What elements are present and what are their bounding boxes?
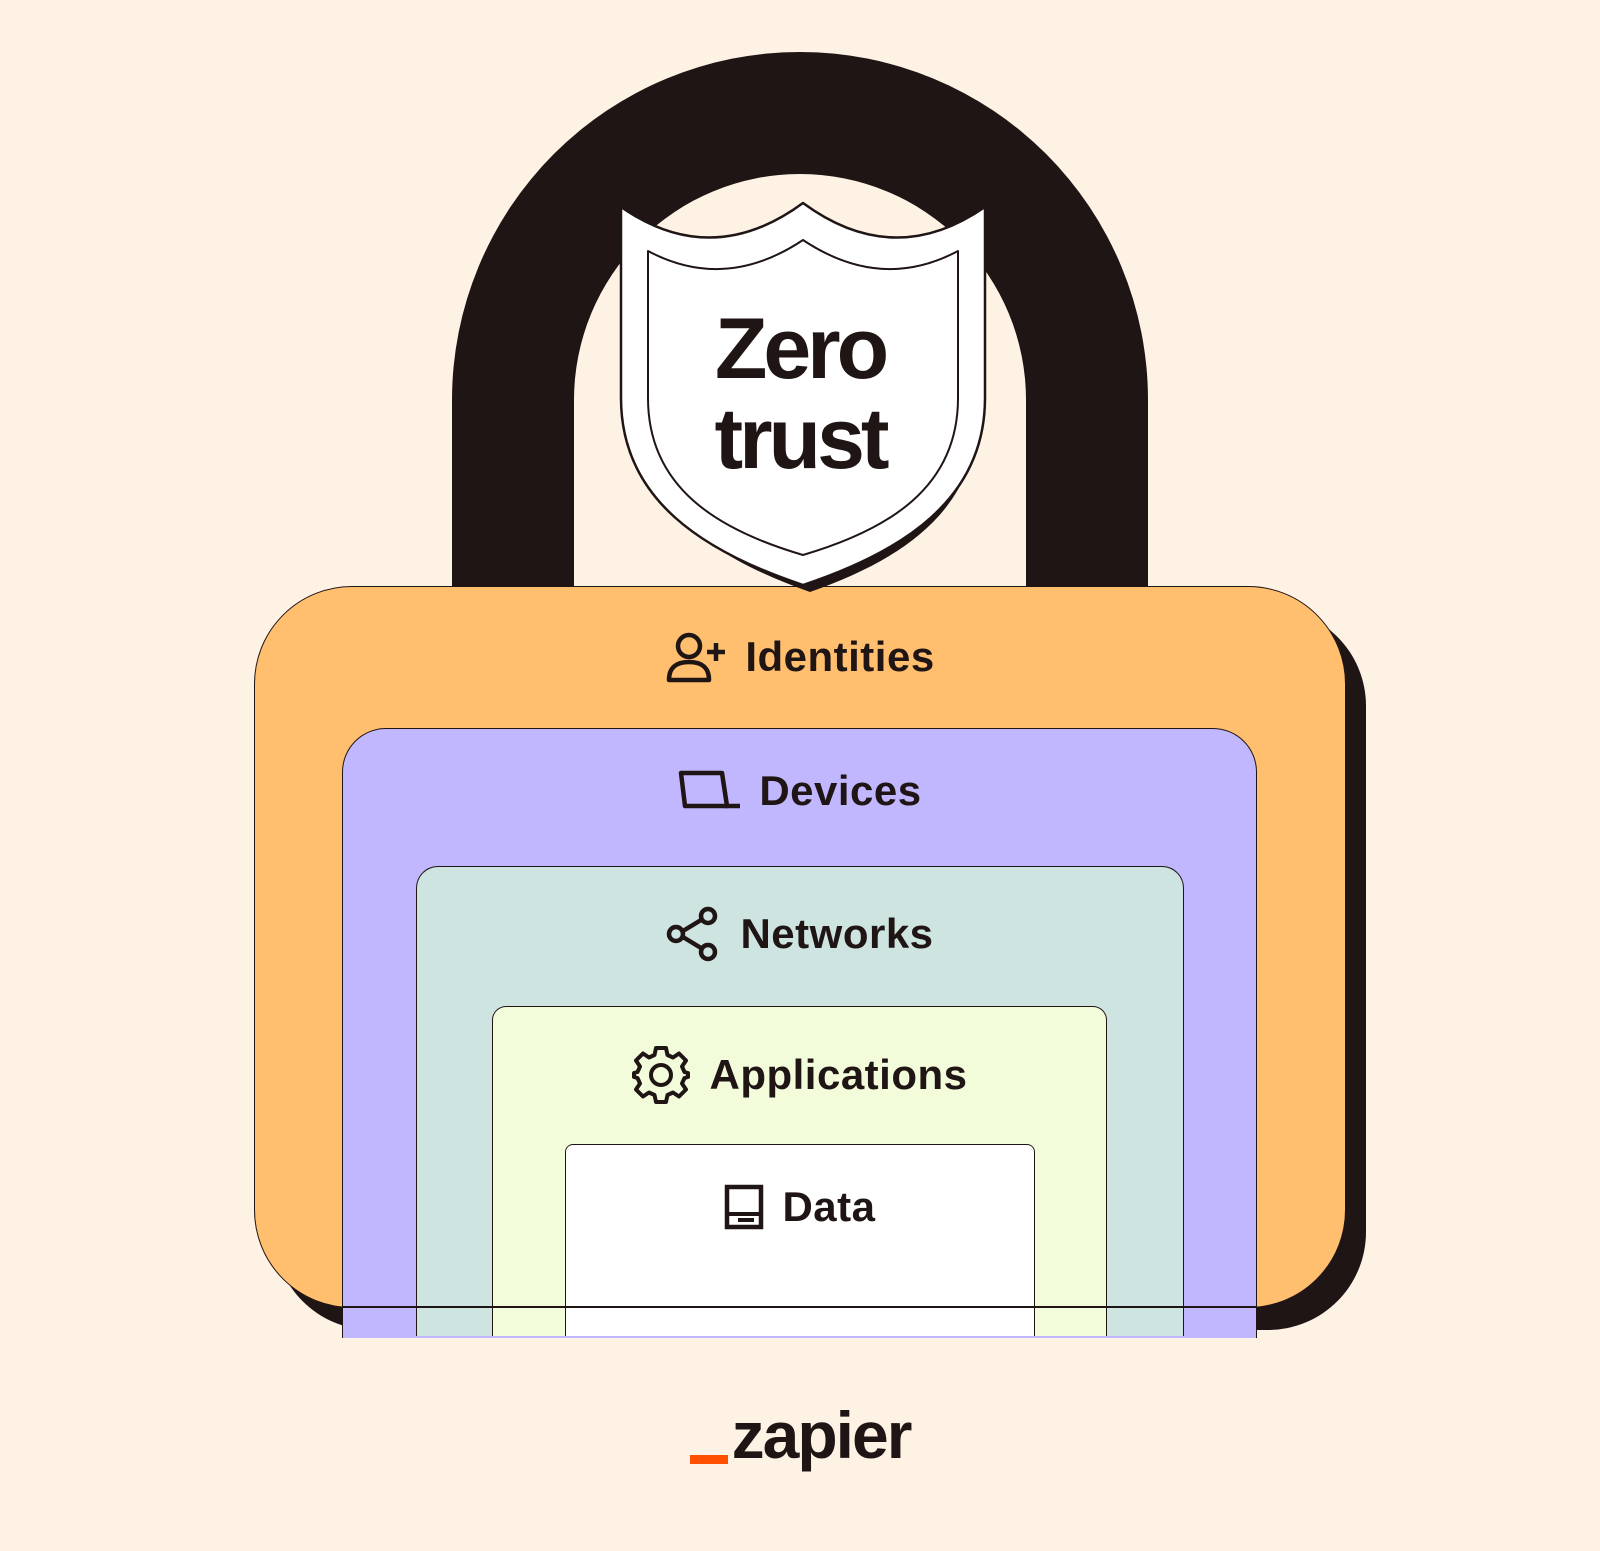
logo-text: zapier [731, 1398, 913, 1472]
data-label: Data [782, 1183, 876, 1230]
shield-title-line2: trust [714, 391, 888, 487]
share-network-icon [667, 906, 718, 962]
networks-label: Networks [740, 910, 934, 957]
identities-label-row: Identities [255, 631, 1345, 683]
devices-label-row: Devices [343, 767, 1256, 815]
lock-body-bottom-line [342, 1306, 1257, 1308]
layer-data: Data [565, 1144, 1035, 1336]
logo-underscore-bar [689, 1455, 728, 1464]
shield-inner [647, 239, 959, 556]
data-label-row: Data [566, 1183, 1034, 1231]
laptop-icon [679, 770, 741, 809]
applications-label: Applications [709, 1051, 968, 1098]
shield-outer [619, 201, 987, 587]
devices-label: Devices [759, 767, 922, 814]
zapier-logo: zapier [0, 1402, 1600, 1468]
applications-label-row: Applications [493, 1045, 1106, 1105]
shield-title-line1: Zero [715, 301, 887, 397]
user-plus-icon [667, 632, 726, 683]
identities-label: Identities [745, 633, 935, 680]
document-icon [725, 1184, 764, 1230]
gear-icon [632, 1046, 691, 1104]
networks-label-row: Networks [417, 905, 1183, 963]
